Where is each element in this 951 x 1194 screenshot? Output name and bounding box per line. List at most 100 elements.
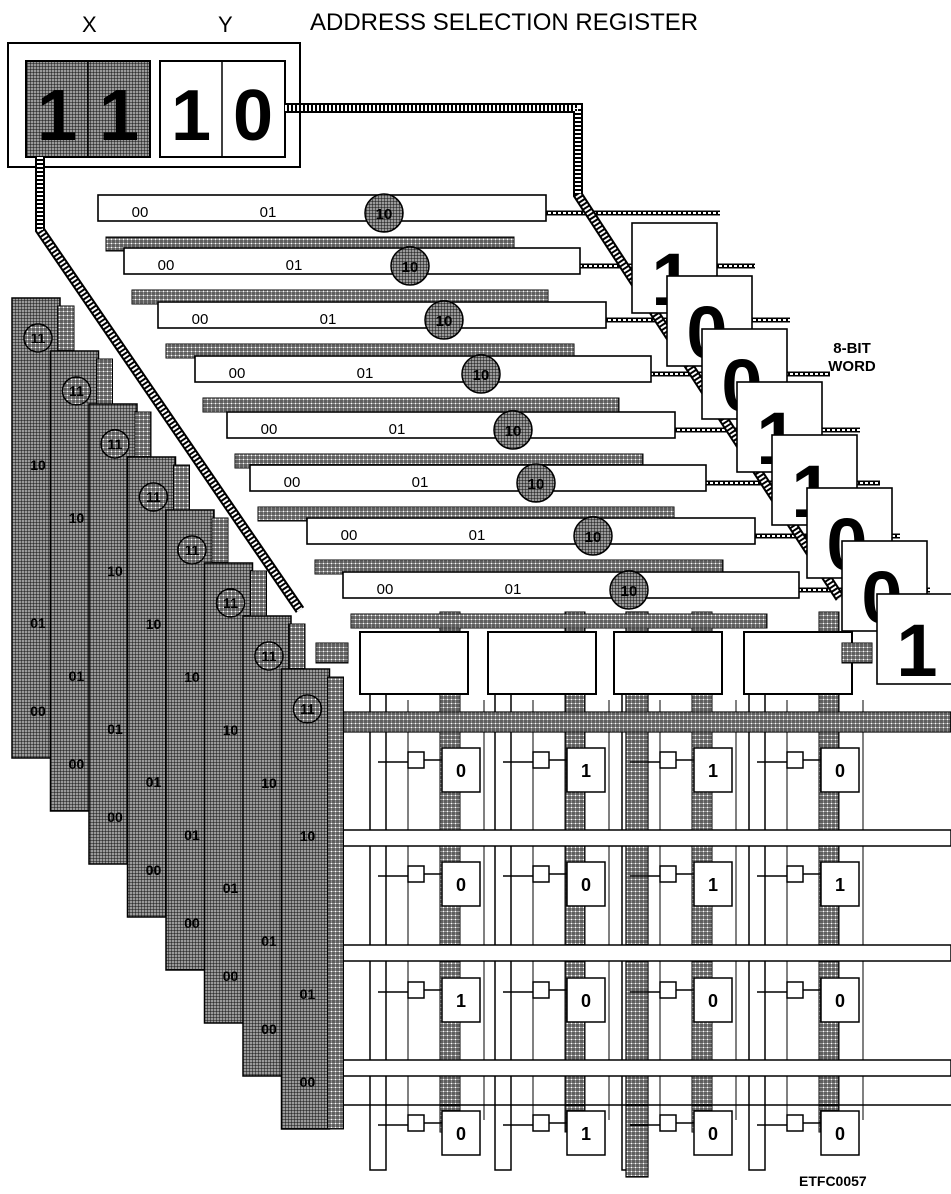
word-bit-8: 1 xyxy=(877,594,951,692)
x-plane-label-00: 00 xyxy=(300,1074,316,1090)
y-plane-label-00: 00 xyxy=(229,365,246,382)
x-plane-label-10: 10 xyxy=(69,510,85,526)
driver-block xyxy=(744,632,852,694)
plane-bar xyxy=(227,412,675,438)
x-plane-edge xyxy=(328,677,344,1129)
x-plane-label-01: 01 xyxy=(223,880,239,896)
register-x-bit-2: 1 xyxy=(99,76,139,156)
x-plane-label-01: 01 xyxy=(107,721,123,737)
core-element xyxy=(533,866,549,882)
x-plane-label-00: 00 xyxy=(223,968,239,984)
y-plane-label-10: 10 xyxy=(621,583,638,600)
x-plane-label-11: 11 xyxy=(31,330,46,346)
plane-frame xyxy=(203,398,619,412)
y-plane-label-01: 01 xyxy=(320,311,337,328)
x-plane-label-11: 11 xyxy=(262,648,277,664)
x-plane-label-11: 11 xyxy=(223,595,238,611)
cell-bit: 0 xyxy=(835,1124,845,1144)
y-plane-label-01: 01 xyxy=(412,474,429,491)
y-plane-2: 000110 xyxy=(124,247,580,304)
core-element xyxy=(408,866,424,882)
figure-id: ETFC0057 xyxy=(799,1173,867,1189)
cell-bit: 0 xyxy=(581,991,591,1011)
selected-x-drive xyxy=(312,712,951,732)
x-plane-label-11: 11 xyxy=(185,542,200,558)
y-plane-label-01: 01 xyxy=(260,204,277,221)
y-plane-label-10: 10 xyxy=(376,206,393,223)
core-element xyxy=(660,1115,676,1131)
address-register: 1 1 1 0 xyxy=(8,43,300,167)
cell-bit: 0 xyxy=(456,875,466,895)
core-grid: 0110001110000100 xyxy=(310,612,951,1177)
y-plane-label-10: 10 xyxy=(402,259,419,276)
cell-bit: 0 xyxy=(835,991,845,1011)
y-plane-label-00: 00 xyxy=(341,527,358,544)
cell-bit: 0 xyxy=(708,1124,718,1144)
x-plane-label-01: 01 xyxy=(69,668,85,684)
driver-block xyxy=(488,632,596,694)
y-plane-label-00: 00 xyxy=(192,311,209,328)
x-plane-label-10: 10 xyxy=(30,457,46,473)
y-label: Y xyxy=(218,12,233,37)
x-plane-slab xyxy=(282,669,330,1129)
core-element xyxy=(533,1115,549,1131)
x-plane-label-10: 10 xyxy=(223,722,239,738)
y-plane-label-10: 10 xyxy=(585,529,602,546)
cell-bit: 1 xyxy=(581,1124,591,1144)
x-plane-label-11: 11 xyxy=(108,436,123,452)
y-plane-4: 00 01 10 xyxy=(195,355,651,412)
x-plane-label-11: 11 xyxy=(146,489,161,505)
cell-bit: 0 xyxy=(456,1124,466,1144)
plane-bar xyxy=(343,572,799,598)
register-x-bit-1: 1 xyxy=(37,76,77,156)
core-element xyxy=(787,982,803,998)
core-element xyxy=(787,866,803,882)
y-plane-label-01: 01 xyxy=(505,581,522,598)
x-plane-label-00: 00 xyxy=(107,809,123,825)
core-element xyxy=(408,1115,424,1131)
x-plane-label-01: 01 xyxy=(261,933,277,949)
y-plane-1: 000110 xyxy=(98,194,546,251)
word-label-line1: 8-BIT xyxy=(833,340,871,357)
y-plane-8: 000110 xyxy=(343,571,799,628)
x-plane-label-00: 00 xyxy=(261,1021,277,1037)
y-plane-label-00: 00 xyxy=(158,257,175,274)
x-plane-label-00: 00 xyxy=(146,862,162,878)
row-band xyxy=(310,945,951,961)
core-element xyxy=(533,752,549,768)
x-plane-label-00: 00 xyxy=(30,703,46,719)
cell-bit: 0 xyxy=(581,875,591,895)
x-plane-label-10: 10 xyxy=(261,775,277,791)
x-plane-label-10: 10 xyxy=(146,616,162,632)
driver-block xyxy=(360,632,468,694)
cell-bit: 1 xyxy=(581,761,591,781)
cell-bit: 1 xyxy=(835,875,845,895)
y-plane-label-01: 01 xyxy=(389,421,406,438)
x-plane-label-00: 00 xyxy=(184,915,200,931)
core-element xyxy=(408,752,424,768)
register-y-bit-1: 1 xyxy=(171,76,211,156)
y-plane-label-01: 01 xyxy=(357,365,374,382)
core-element xyxy=(660,866,676,882)
y-plane-label-10: 10 xyxy=(473,367,490,384)
diagram-title: ADDRESS SELECTION REGISTER xyxy=(310,9,698,36)
x-plane-label-01: 01 xyxy=(184,827,200,843)
y-plane-label-01: 01 xyxy=(469,527,486,544)
x-plane-label-01: 01 xyxy=(300,986,316,1002)
core-element xyxy=(533,982,549,998)
x-plane-8: 10010011 xyxy=(282,669,344,1129)
core-element xyxy=(787,752,803,768)
word-label-line2: WORD xyxy=(828,358,876,375)
x-plane-label-10: 10 xyxy=(184,669,200,685)
word-bit-value: 1 xyxy=(896,609,937,692)
plane-bar xyxy=(98,195,546,221)
x-plane-label-11: 11 xyxy=(69,383,84,399)
x-label: X xyxy=(82,12,97,37)
driver-connector xyxy=(316,643,348,663)
x-plane-label-10: 10 xyxy=(300,828,316,844)
y-plane-label-10: 10 xyxy=(505,423,522,440)
plane-bar xyxy=(307,518,755,544)
